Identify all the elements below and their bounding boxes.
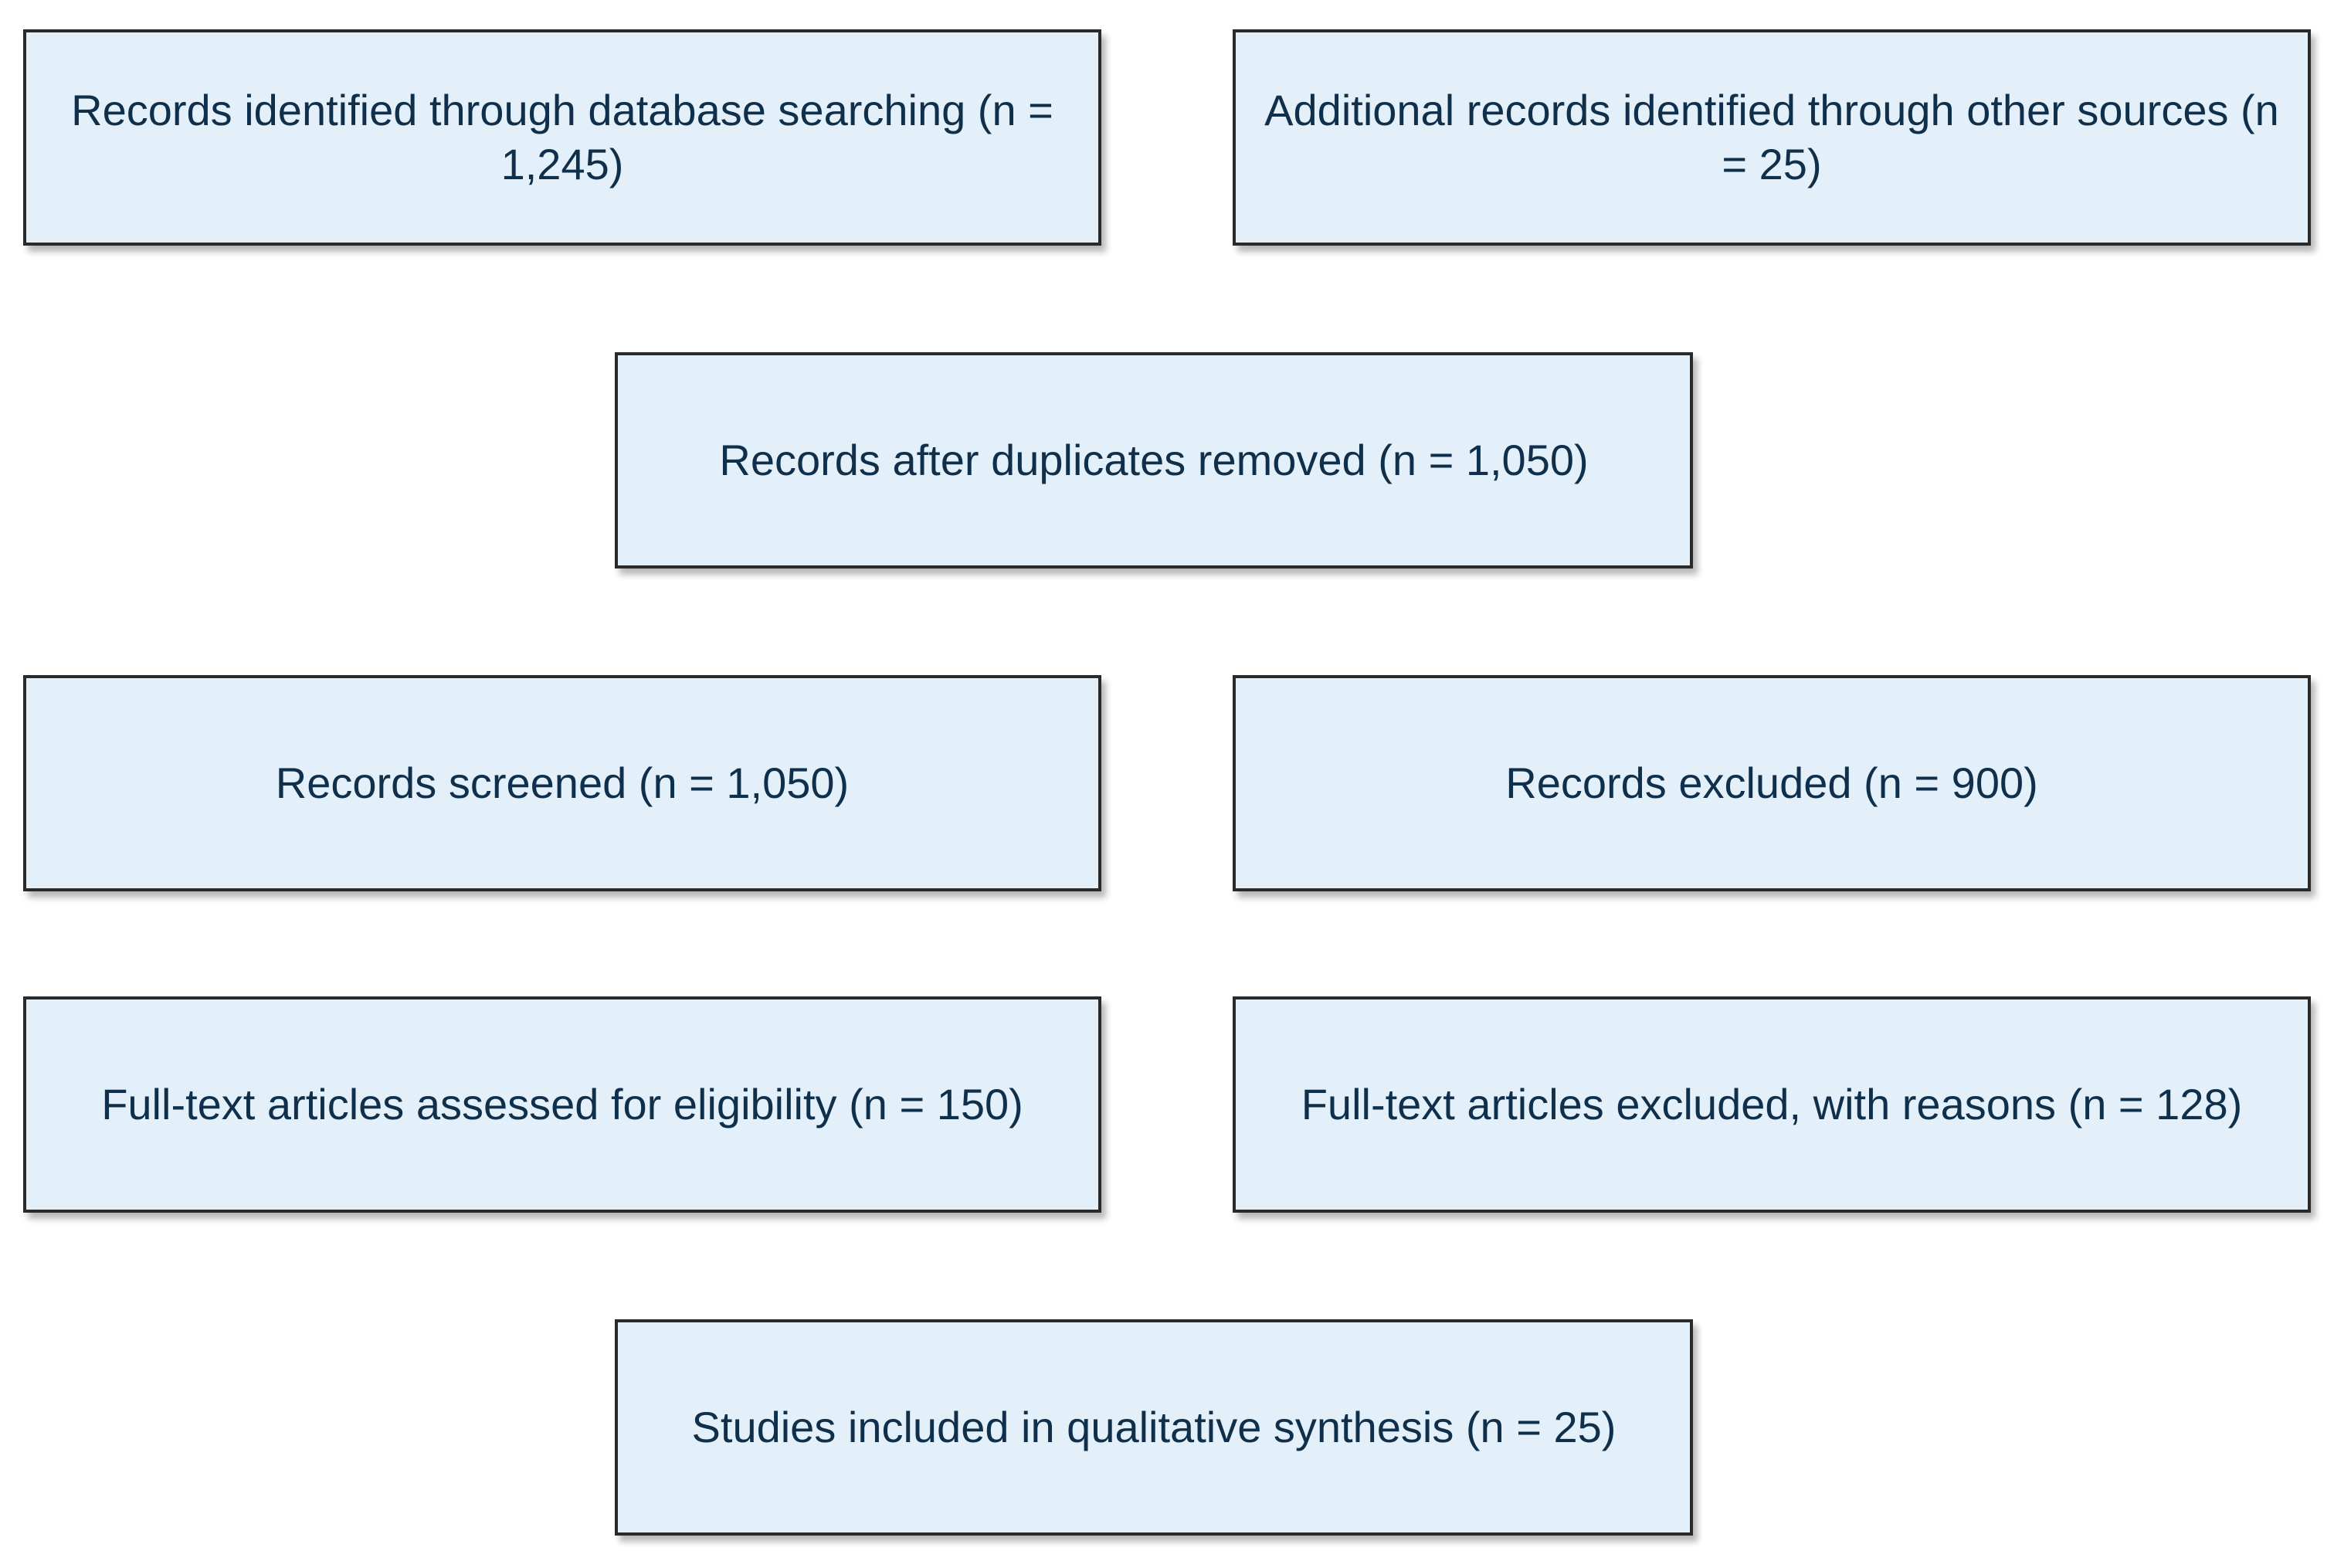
node-records-excluded: Records excluded (n = 900) xyxy=(1233,675,2311,891)
node-fulltext-excluded-label: Full-text articles excluded, with reason… xyxy=(1301,1080,2243,1128)
node-records-excluded-label: Records excluded (n = 900) xyxy=(1505,759,2038,807)
node-studies-included-label: Studies included in qualitative synthesi… xyxy=(691,1403,1616,1451)
node-records-screened: Records screened (n = 1,050) xyxy=(23,675,1101,891)
node-database-search: Records identified through database sear… xyxy=(23,29,1101,246)
node-fulltext-assessed-label: Full-text articles assessed for eligibil… xyxy=(101,1080,1023,1128)
node-database-search-label: Records identified through database sear… xyxy=(71,86,1053,188)
node-fulltext-assessed: Full-text articles assessed for eligibil… xyxy=(23,996,1101,1213)
node-duplicates-removed: Records after duplicates removed (n = 1,… xyxy=(615,352,1693,568)
node-duplicates-removed-label: Records after duplicates removed (n = 1,… xyxy=(719,436,1589,484)
node-records-screened-label: Records screened (n = 1,050) xyxy=(275,759,850,807)
node-fulltext-excluded: Full-text articles excluded, with reason… xyxy=(1233,996,2311,1213)
node-other-sources: Additional records identified through ot… xyxy=(1233,29,2311,246)
node-studies-included: Studies included in qualitative synthesi… xyxy=(615,1319,1693,1536)
node-other-sources-label: Additional records identified through ot… xyxy=(1264,86,2279,188)
